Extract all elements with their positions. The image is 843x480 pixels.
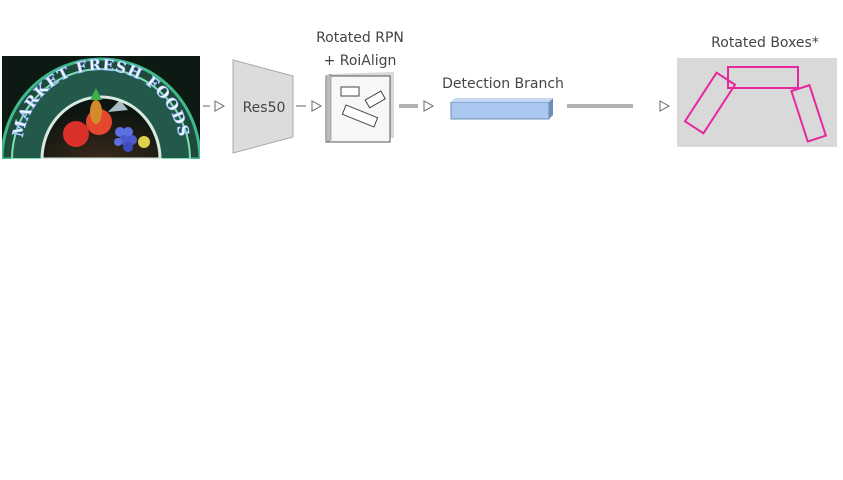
apple-shape [63, 121, 89, 147]
arrow-image-to-backbone [203, 100, 226, 112]
proposal-box [341, 104, 379, 128]
grape-shape [115, 127, 125, 137]
output-label: Rotated Boxes* [711, 35, 819, 51]
input-image: MARKET FRESH FOODS [2, 56, 200, 159]
backbone-block: Res50 [232, 59, 294, 154]
rotated-box [727, 66, 799, 89]
proposal-box [364, 90, 386, 109]
proposal-box [340, 86, 360, 97]
output-panel [677, 58, 837, 147]
backbone-label: Res50 [243, 100, 286, 116]
pineapple-shape [90, 100, 102, 124]
rotated-box [683, 71, 737, 135]
rpn-label-line2: + RoiAlign [324, 53, 397, 69]
rotated-box [790, 83, 828, 143]
arrow-rpn-to-detection [399, 100, 435, 112]
detection-branch-label: Detection Branch [442, 76, 564, 92]
arrow-backbone-to-rpn [296, 100, 323, 112]
rpn-label-line1: Rotated RPN [316, 30, 404, 46]
detection-branch-block [450, 98, 553, 120]
arrow-detection-to-output [567, 100, 671, 112]
rpn-block [325, 72, 394, 143]
